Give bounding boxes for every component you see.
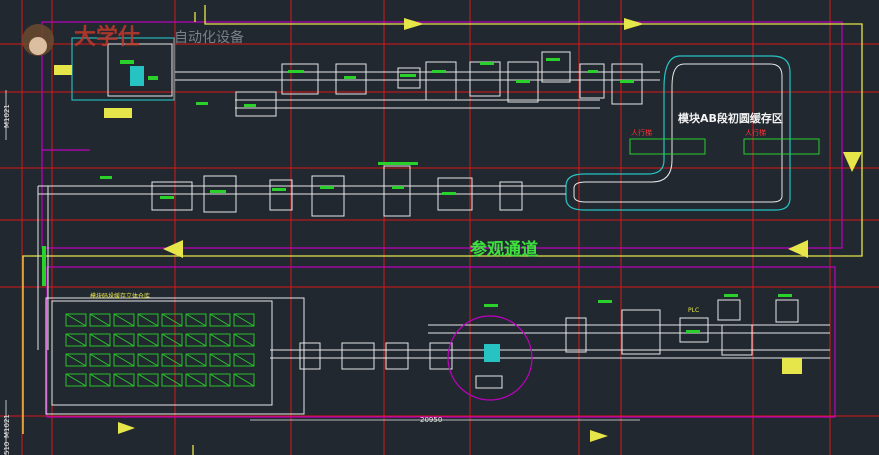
- rack-cell-cross: [209, 353, 231, 367]
- watermark-tagline: 自动化设备: [174, 29, 244, 46]
- left-stub-label: 510: [3, 442, 11, 455]
- rack-cell: [137, 333, 159, 347]
- rack-cell: [209, 313, 231, 327]
- flow-path: [22, 5, 863, 455]
- rack-cell-cross: [233, 313, 255, 327]
- watermark: 大学仕 自动化设备: [22, 24, 244, 56]
- conveyor-lines: [37, 71, 830, 359]
- rack-cell-cross: [137, 373, 159, 387]
- rack-cell-cross: [113, 313, 135, 327]
- plc-label: PLC: [688, 307, 699, 314]
- rack-cell: [233, 353, 255, 367]
- visitor-aisle-label: 参观通道: [470, 239, 538, 260]
- area-boundaries: [41, 21, 843, 418]
- rack-cell: [233, 333, 255, 347]
- storage-area-label: 模块码垛缓存立体仓库: [90, 292, 150, 300]
- rack-cell: [65, 353, 87, 367]
- rack-cell-cross: [137, 353, 159, 367]
- rack-cell-cross: [209, 373, 231, 387]
- rack-cell: [233, 373, 255, 387]
- rack-cell-cross: [185, 353, 207, 367]
- rack-cell: [65, 313, 87, 327]
- rack-cell-cross: [89, 313, 111, 327]
- robot-station: [447, 315, 533, 401]
- rack-cell: [137, 313, 159, 327]
- rack-cell-cross: [161, 373, 183, 387]
- rack-cell-cross: [65, 373, 87, 387]
- walkway-label-2: 人行梯: [745, 128, 766, 137]
- rack-cell-cross: [65, 353, 87, 367]
- storage-rack: [45, 297, 305, 415]
- rack-cell: [233, 313, 255, 327]
- component-marks: [42, 58, 792, 333]
- rack-cell-cross: [113, 333, 135, 347]
- rack-cell: [65, 333, 87, 347]
- rack-cell-cross: [185, 373, 207, 387]
- rack-cell: [113, 373, 135, 387]
- rack-cell: [89, 333, 111, 347]
- rack-cell: [185, 353, 207, 367]
- rack-cell: [185, 333, 207, 347]
- rack-cell-cross: [65, 313, 87, 327]
- rack-cell: [113, 333, 135, 347]
- rack-cell: [185, 373, 207, 387]
- machine-stations: [107, 43, 799, 370]
- rack-cell-cross: [161, 333, 183, 347]
- rack-cell-cross: [65, 333, 87, 347]
- rack-cell: [137, 373, 159, 387]
- rack-cell-cross: [233, 333, 255, 347]
- rack-cell-cross: [209, 313, 231, 327]
- flow-arrows: [118, 18, 862, 442]
- dimension-label: 20950: [420, 416, 442, 424]
- rack-cell-cross: [113, 373, 135, 387]
- rack-cell-cross: [185, 313, 207, 327]
- rack-cell-cross: [233, 353, 255, 367]
- rack-cell: [161, 373, 183, 387]
- rack-cell: [137, 353, 159, 367]
- rack-cell-cross: [161, 313, 183, 327]
- left-id-bottom: M1021: [3, 414, 11, 438]
- rack-cell: [209, 333, 231, 347]
- buffer-loop-track: [565, 55, 791, 211]
- zone-title-label: 模块AB段初圆缓存区: [678, 111, 783, 125]
- rack-cell: [89, 313, 111, 327]
- walkway-label-1: 人行梯: [631, 128, 652, 137]
- loading-station: [54, 37, 802, 374]
- rack-cell-cross: [89, 373, 111, 387]
- walkway-blocks: [629, 138, 820, 155]
- rack-cell: [161, 333, 183, 347]
- rack-cell-cross: [209, 333, 231, 347]
- rack-cell: [113, 313, 135, 327]
- rack-cell: [161, 353, 183, 367]
- rack-cell-cross: [185, 333, 207, 347]
- rack-cell-cross: [233, 373, 255, 387]
- rack-cell-cross: [89, 333, 111, 347]
- rack-cell-cross: [137, 313, 159, 327]
- rack-cell: [185, 313, 207, 327]
- rack-cell: [113, 353, 135, 367]
- rack-cell: [65, 373, 87, 387]
- left-id-top: M1021: [3, 104, 11, 128]
- rack-cell-cross: [161, 353, 183, 367]
- rack-cell-cross: [113, 353, 135, 367]
- rack-cell-cross: [89, 353, 111, 367]
- rack-cell: [89, 353, 111, 367]
- rack-cell-cross: [137, 333, 159, 347]
- rack-cell: [89, 373, 111, 387]
- rack-cell: [209, 373, 231, 387]
- rack-cell: [161, 313, 183, 327]
- rack-cell: [209, 353, 231, 367]
- watermark-brand: 大学仕: [74, 24, 140, 50]
- dimension-marks: [5, 90, 640, 455]
